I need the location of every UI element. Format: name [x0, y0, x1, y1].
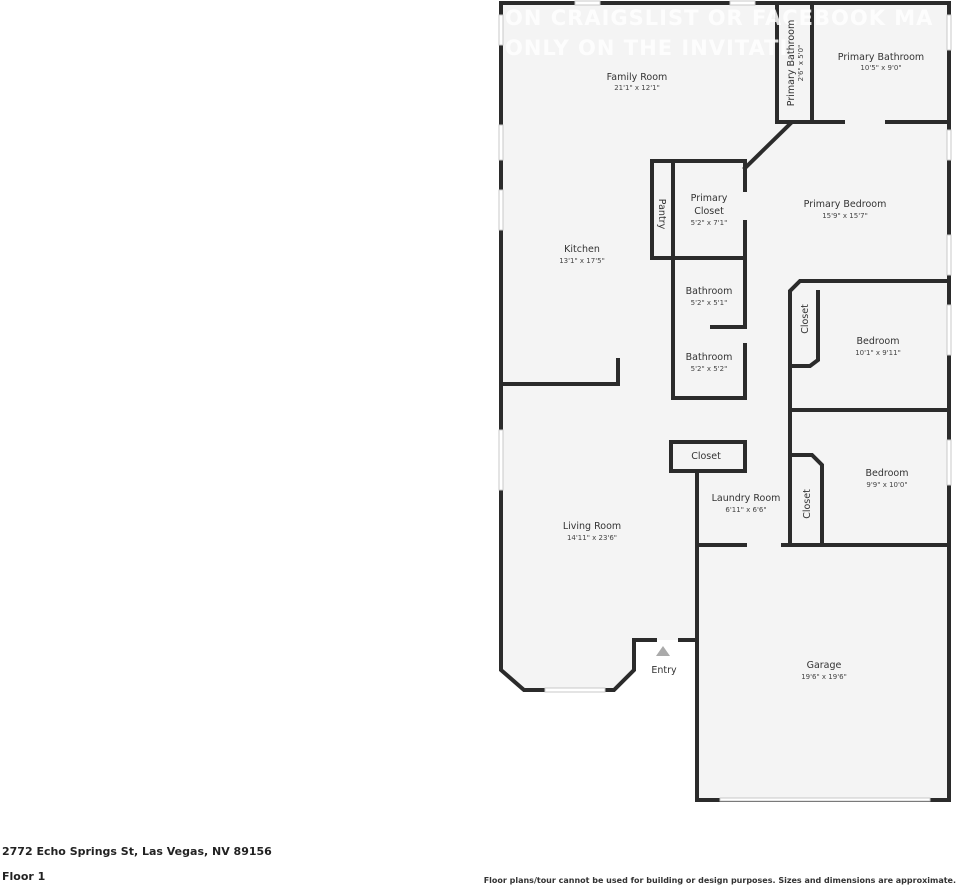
svg-text:ON CRAIGSLIST OR FACEBOOK MA: ON CRAIGSLIST OR FACEBOOK MA — [505, 6, 933, 30]
room-dims-bathroom-1: 5'2" x 5'1" — [691, 299, 728, 307]
room-name-laundry-room: Laundry Room — [712, 493, 781, 504]
room-name-entry: Entry — [651, 665, 677, 676]
room-name-primary-closet-2: Closet — [694, 206, 724, 217]
room-dims-primary-closet: 5'2" x 7'1" — [691, 219, 728, 227]
room-name-pantry: Pantry — [656, 199, 667, 230]
room-dims-kitchen: 13'1" x 17'5" — [559, 257, 605, 265]
room-name-bedroom-closet-1: Closet — [800, 304, 811, 334]
room-name-garage: Garage — [807, 660, 842, 671]
room-dims-bathroom-2: 5'2" x 5'2" — [691, 365, 728, 373]
room-dims-bedroom-1: 10'1" x 9'11" — [855, 349, 901, 357]
room-dims-family-room: 21'1" x 12'1" — [614, 84, 660, 92]
room-name-kitchen: Kitchen — [564, 244, 600, 255]
room-name-primary-bathroom-small: Primary Bathroom — [786, 20, 797, 106]
windows — [498, 0, 952, 802]
room-dims-primary-bathroom: 10'5" x 9'0" — [860, 64, 901, 72]
room-dims-garage: 19'6" x 19'6" — [801, 673, 847, 681]
room-dims-living-room: 14'11" x 23'6" — [567, 534, 617, 542]
entry-arrow-icon — [656, 646, 670, 656]
room-dims-laundry-room: 6'11" x 6'6" — [725, 506, 766, 514]
watermark: ON CRAIGSLIST OR FACEBOOK MA ONLY ON THE… — [505, 6, 933, 60]
walls — [499, 1, 951, 802]
room-name-bedroom-1: Bedroom — [857, 336, 900, 347]
address: 2772 Echo Springs St, Las Vegas, NV 8915… — [2, 845, 272, 858]
room-name-family-room: Family Room — [607, 72, 668, 83]
room-name-bathroom-2: Bathroom — [686, 352, 733, 363]
disclaimer: Floor plans/tour cannot be used for buil… — [483, 876, 956, 885]
room-dims-bedroom-2: 9'9" x 10'0" — [866, 481, 907, 489]
room-name-living-room: Living Room — [563, 521, 621, 532]
room-name-bedroom-closet-2: Closet — [802, 489, 813, 519]
room-dims-primary-bathroom-small: 2'6" x 5'0" — [797, 45, 805, 82]
room-dims-primary-bedroom: 15'9" x 15'7" — [822, 212, 868, 220]
room-name-bathroom-1: Bathroom — [686, 286, 733, 297]
room-name-primary-closet-1: Primary — [691, 193, 728, 204]
floor-label: Floor 1 — [2, 870, 46, 883]
room-name-closet: Closet — [691, 451, 721, 462]
floor-area — [501, 3, 949, 800]
svg-text:ONLY ON THE INVITATI: ONLY ON THE INVITATI — [505, 36, 788, 60]
room-name-bedroom-2: Bedroom — [866, 468, 909, 479]
room-name-primary-bedroom: Primary Bedroom — [804, 199, 887, 210]
room-name-primary-bathroom: Primary Bathroom — [838, 52, 924, 63]
